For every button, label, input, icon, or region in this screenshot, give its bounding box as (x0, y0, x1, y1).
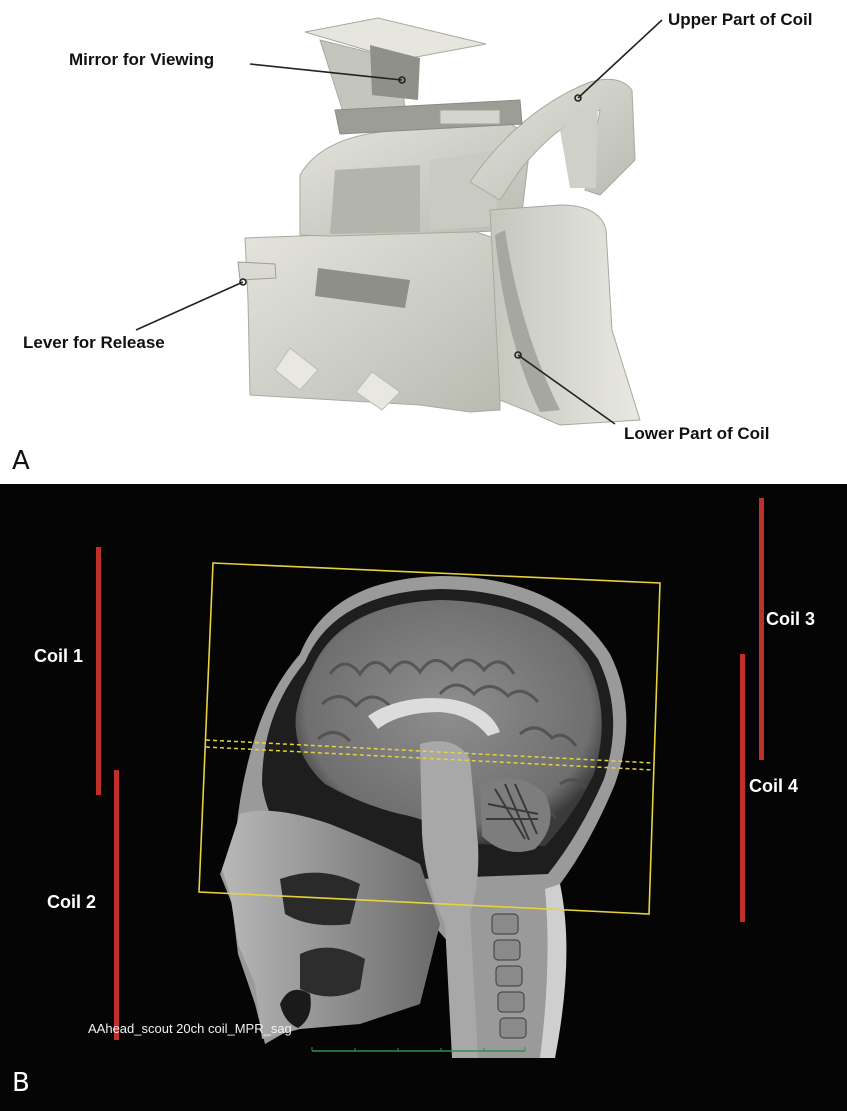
mri-sagittal-image (0, 484, 847, 1111)
scan-name: AAhead_scout 20ch coil_MPR_sag (88, 1021, 292, 1036)
label-coil-2: Coil 2 (47, 892, 96, 913)
coil-1-bar (96, 547, 101, 795)
release-lever (238, 262, 276, 280)
label-mirror-for-viewing: Mirror for Viewing (69, 50, 214, 70)
coil-3-bar (759, 498, 764, 760)
panel-a: Mirror for Viewing Upper Part of Coil Le… (0, 0, 847, 484)
panel-a-letter: A (12, 446, 30, 476)
panel-b-letter: B (12, 1068, 30, 1098)
panel-b: Coil 1 Coil 2 Coil 3 Coil 4 AAhead_scout… (0, 484, 847, 1111)
coil-2-bar (114, 770, 119, 1040)
label-lower-part-of-coil: Lower Part of Coil (624, 424, 769, 444)
head-coil-illustration (0, 0, 847, 484)
label-lever-for-release: Lever for Release (23, 333, 165, 353)
label-coil-3: Coil 3 (766, 609, 815, 630)
label-upper-part-of-coil: Upper Part of Coil (668, 10, 813, 30)
label-coil-1: Coil 1 (34, 646, 83, 667)
label-coil-4: Coil 4 (749, 776, 798, 797)
coil-4-bar (740, 654, 745, 922)
